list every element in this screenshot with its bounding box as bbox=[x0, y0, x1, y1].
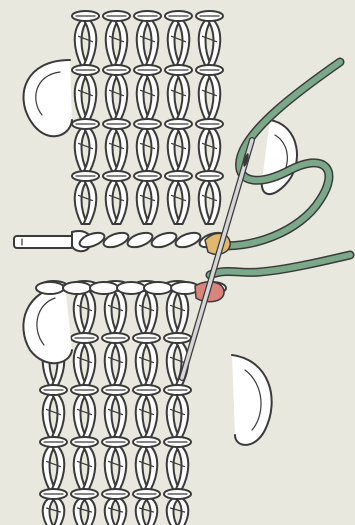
chain-link bbox=[144, 282, 172, 294]
chain-link bbox=[36, 282, 64, 294]
chain-link bbox=[90, 282, 118, 294]
chain-link bbox=[117, 282, 145, 294]
chain-link bbox=[63, 282, 91, 294]
